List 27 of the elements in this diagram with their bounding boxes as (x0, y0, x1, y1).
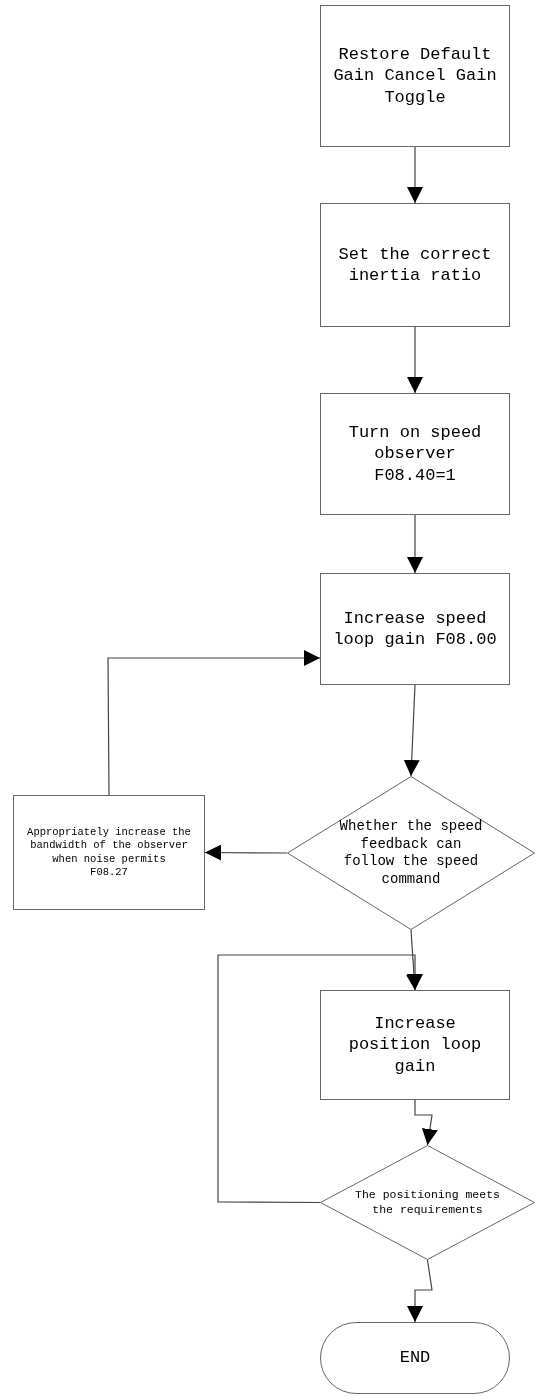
decision-diamond (320, 1145, 535, 1260)
node-text: END (399, 1347, 431, 1369)
node-text: Increase speed loop gain F08.00 (333, 607, 497, 651)
process-box (13, 795, 205, 910)
arrow (217, 954, 423, 1204)
process-box (320, 203, 510, 327)
decision-diamond (287, 776, 535, 930)
process-box (320, 573, 510, 685)
node-text: Set the correct inertia ratio (337, 243, 493, 287)
arrow (204, 844, 288, 861)
process-box (320, 5, 510, 147)
arrow (414, 1099, 438, 1146)
node-text: Restore Default Gain Cancel Gain Toggle (333, 44, 497, 108)
process-box (320, 393, 510, 515)
process-box (320, 990, 510, 1100)
arrow (407, 326, 423, 394)
arrow (407, 146, 423, 204)
arrow (403, 684, 420, 777)
node-text: F08.27 (90, 865, 128, 879)
node-text: Whether the speed feedback can follow the speed command (338, 818, 484, 888)
arrow (407, 1259, 433, 1323)
node-text: Increase position loop gain (347, 1013, 483, 1077)
node-text: Appropriately increase the bandwidth of the observer when noise permits (26, 826, 192, 866)
arrow (407, 514, 423, 574)
arrow (107, 650, 321, 796)
node-text: The positioning meets the requirements (354, 1188, 501, 1217)
node-text: Turn on speed observer F08.40=1 (347, 422, 483, 486)
